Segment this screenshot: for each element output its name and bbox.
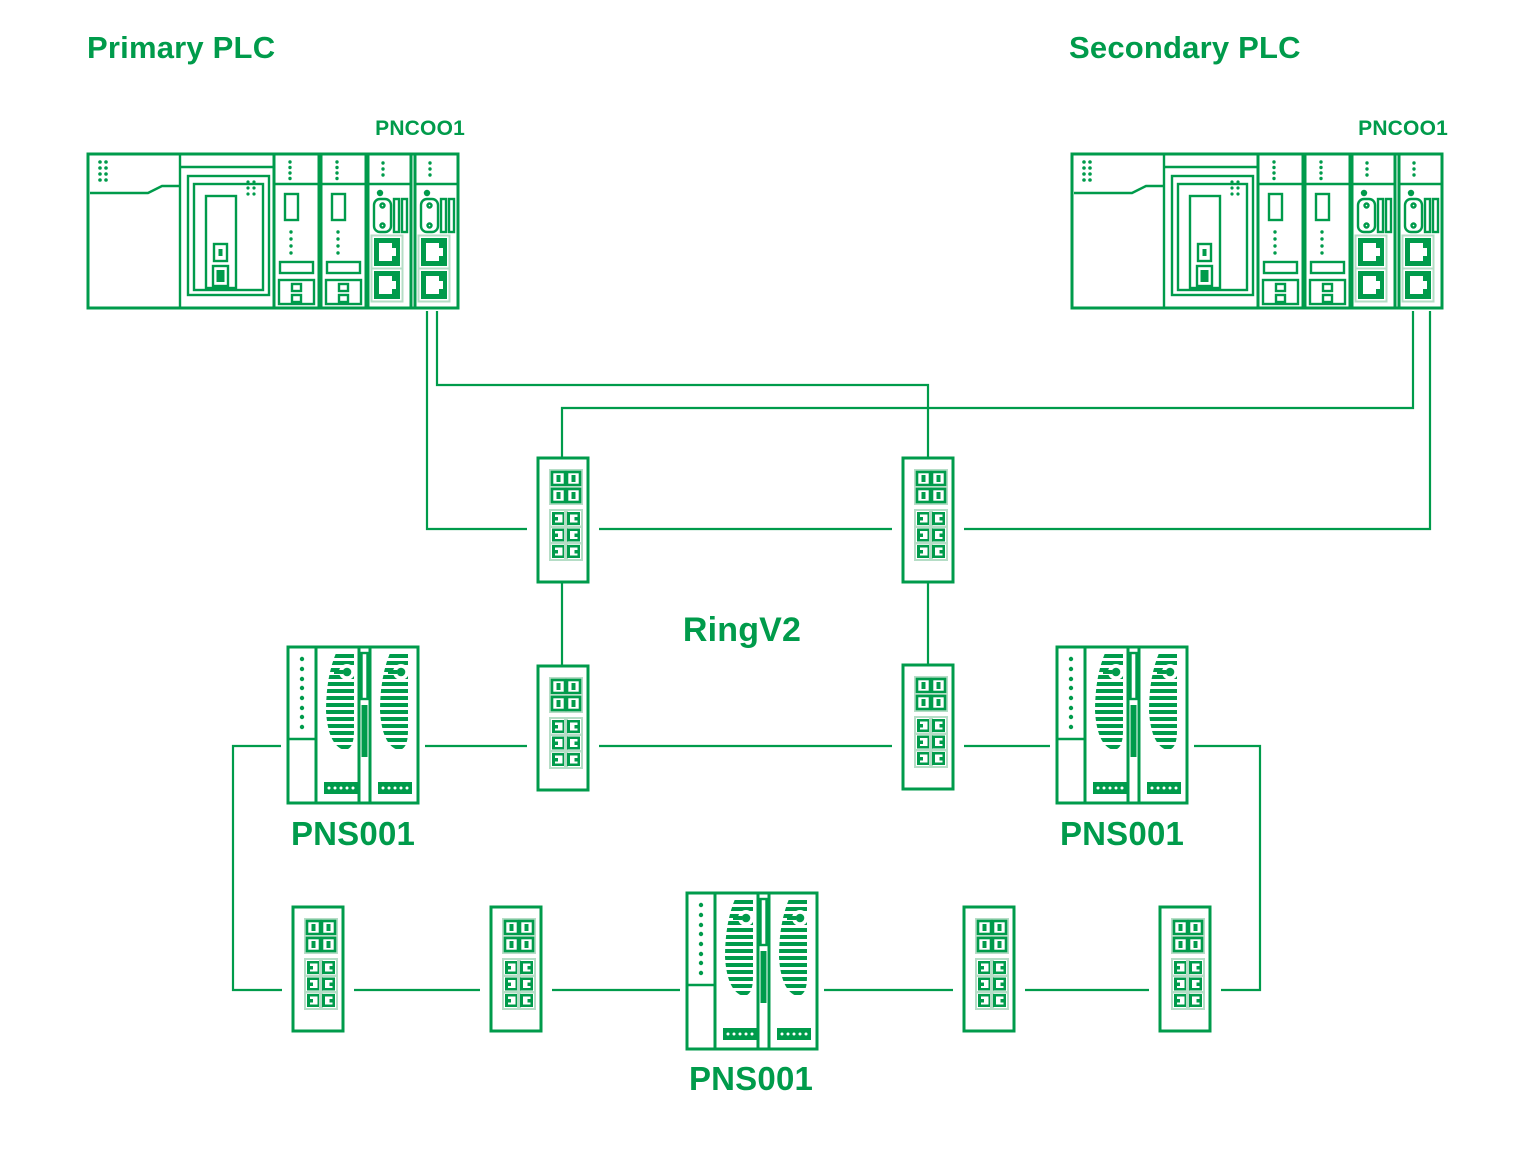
pns-station-left (279, 645, 427, 805)
wire-secondary-to-switch-top-left (560, 308, 1415, 460)
wire-primary-to-switch-top-right (435, 308, 930, 460)
ring-label: RingV2 (682, 611, 802, 649)
ring-switch-top-left (525, 456, 601, 584)
ring-switch-mid-left (525, 664, 601, 792)
secondary-plc-module-label: PNCOO1 (1358, 117, 1448, 140)
ring-switch-mid-right (890, 663, 966, 791)
ring-switch-bottom-right (1147, 905, 1223, 1033)
pns-station-right-label: PNS001 (1059, 815, 1185, 852)
ring-switch-bottom-center-left (478, 905, 554, 1033)
primary-plc-module-label: PNCOO1 (375, 117, 465, 140)
primary-plc-title: Primary PLC (87, 30, 276, 65)
pns-station-bottom (678, 891, 826, 1051)
ring-switch-bottom-center-right (951, 905, 1027, 1033)
ring-switch-top-right (890, 456, 966, 584)
pns-station-bottom-label: PNS001 (688, 1060, 814, 1097)
pns-station-left-label: PNS001 (290, 815, 416, 852)
secondary-plc-rack (1067, 151, 1447, 311)
primary-plc-rack (83, 151, 463, 311)
ring-switch-bottom-left (280, 905, 356, 1033)
secondary-plc-title: Secondary PLC (1069, 30, 1301, 65)
pns-station-right (1048, 645, 1196, 805)
